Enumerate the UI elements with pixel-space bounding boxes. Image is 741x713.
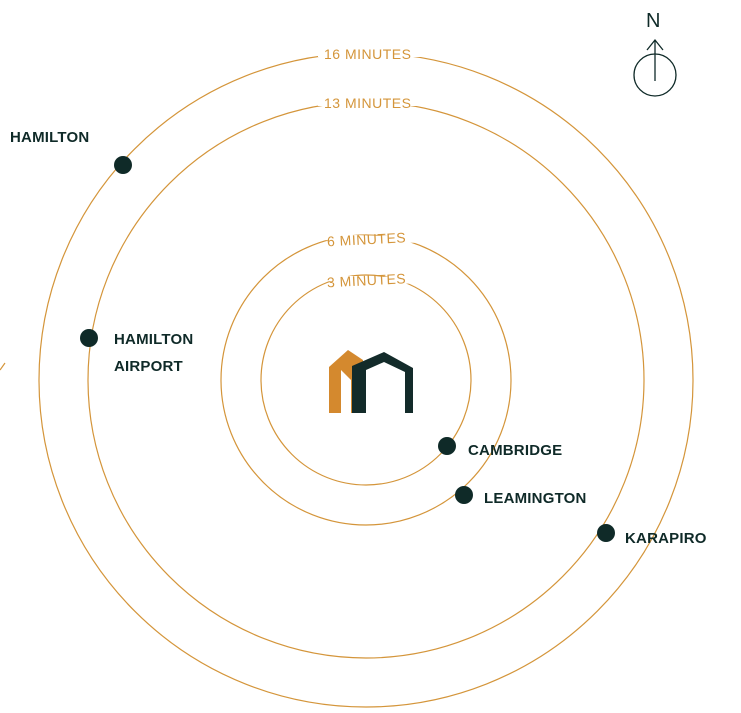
karapiro-marker[interactable]: [597, 524, 615, 542]
ring-label-13-minutes: 13 MINUTES: [324, 95, 411, 111]
hamilton-airport-label-line2: AIRPORT: [114, 358, 183, 375]
hamilton-marker[interactable]: [114, 156, 132, 174]
compass-north-label: N: [646, 10, 660, 32]
north-compass-icon: N: [633, 10, 677, 97]
ring-3-minutes: [260, 274, 472, 486]
leamington-marker[interactable]: [455, 486, 473, 504]
edge-tick: [0, 362, 6, 371]
hamilton-airport-marker[interactable]: [80, 329, 98, 347]
karapiro-label: KARAPIRO: [625, 530, 707, 547]
ring-label-3-minutes: 3 MINUTES: [327, 270, 407, 290]
cambridge-marker[interactable]: [438, 437, 456, 455]
cambridge-label: CAMBRIDGE: [468, 442, 562, 459]
hamilton-airport-label-line1: HAMILTON: [114, 331, 193, 348]
ring-6-minutes: [220, 234, 512, 526]
hamilton-label: HAMILTON: [10, 129, 89, 146]
ring-label-16-minutes: 16 MINUTES: [324, 46, 411, 62]
ring-label-6-minutes: 6 MINUTES: [327, 229, 407, 249]
house-logo-icon: [329, 350, 413, 413]
leamington-label: LEAMINGTON: [484, 490, 587, 507]
